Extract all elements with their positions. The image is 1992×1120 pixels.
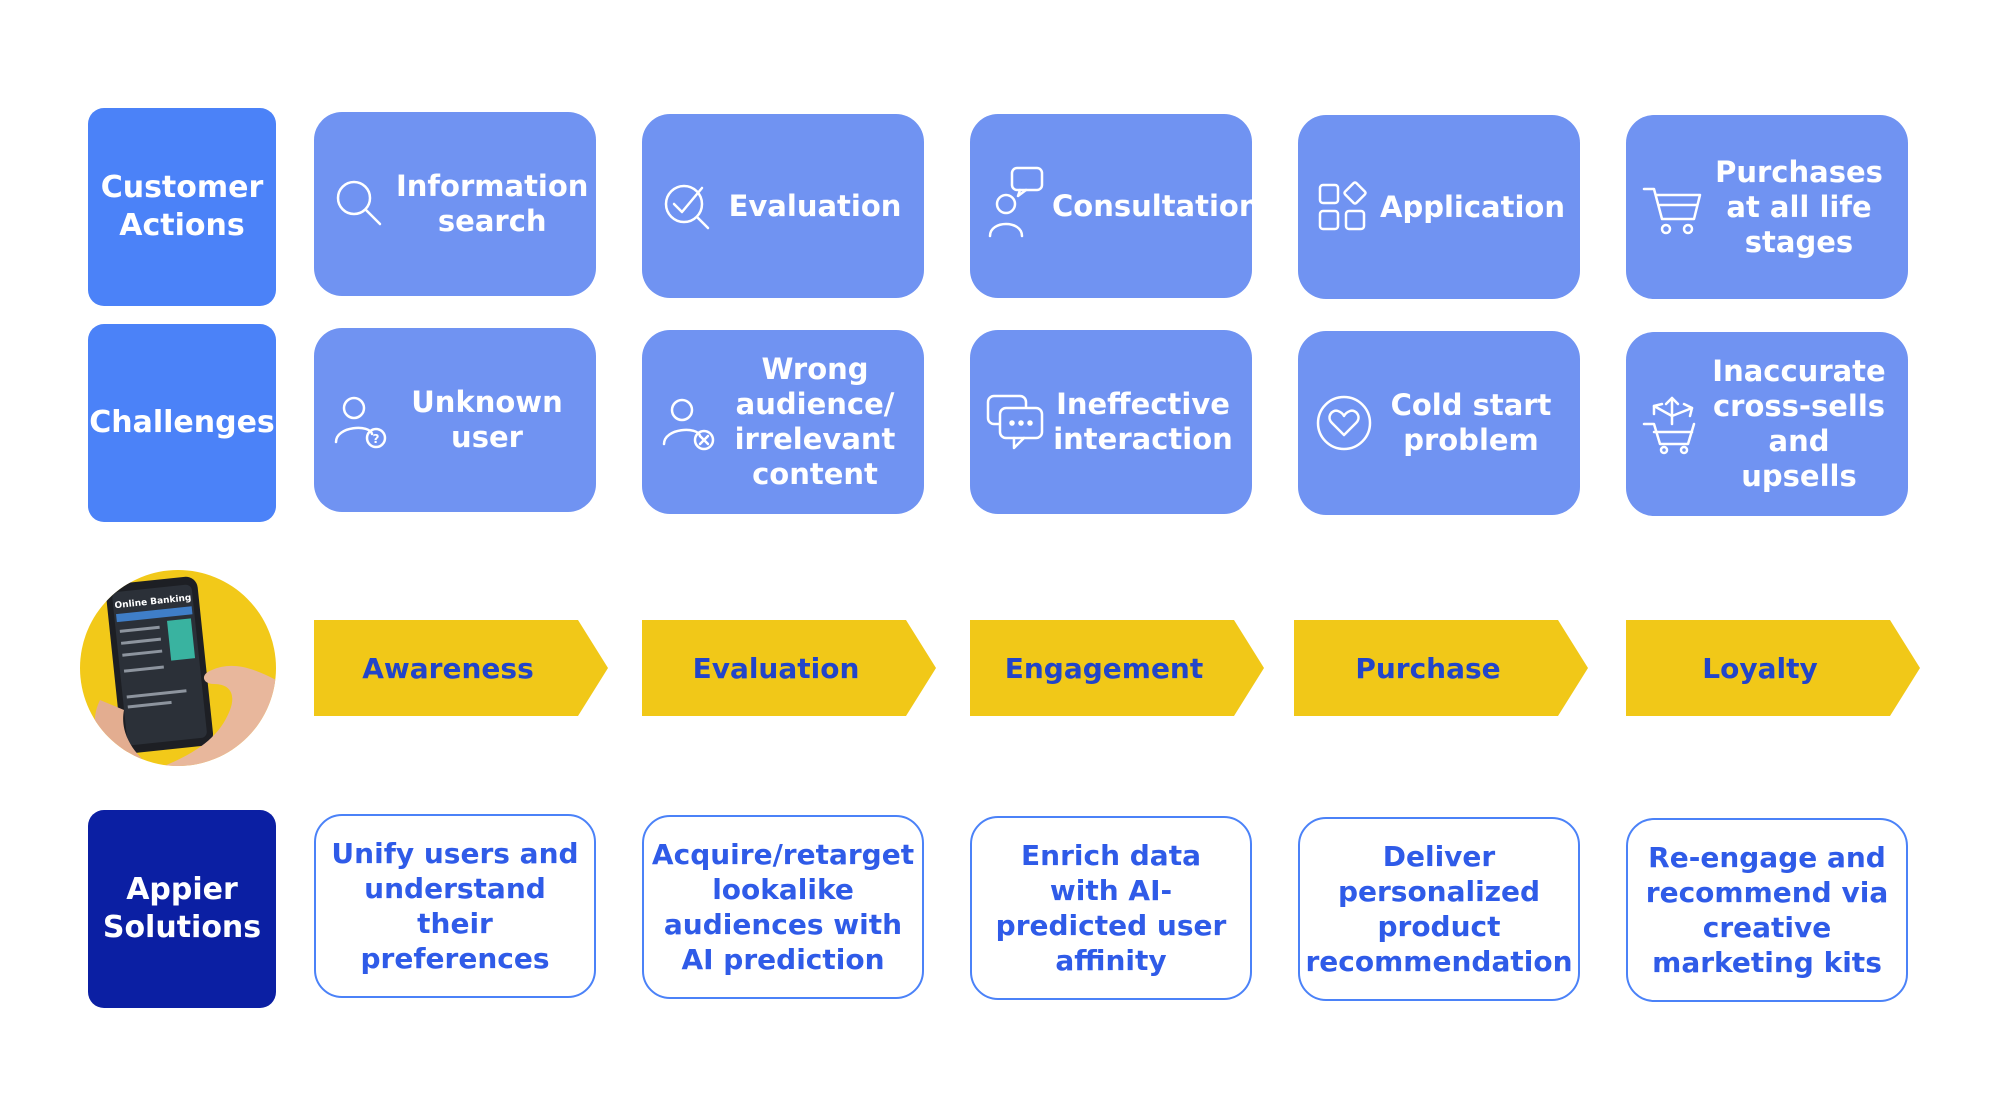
stage-purchase: Purchase — [1294, 620, 1588, 716]
challenge-card-unknown-user: ? Unknown user — [314, 328, 596, 512]
cart-icon — [1640, 175, 1704, 239]
user-question-icon: ? — [328, 388, 392, 452]
heart-circle-icon — [1312, 391, 1376, 455]
challenge-label: Cold start problem — [1390, 388, 1552, 457]
challenge-label: Unknown user — [411, 385, 563, 454]
challenge-card-cold-start: Cold start problem — [1298, 331, 1580, 515]
challenge-label: Inaccurate cross-sells and upsells — [1712, 354, 1886, 493]
check-magnifier-icon — [656, 174, 720, 238]
solution-card-re-engage: Re-engage and recommend via creative mar… — [1626, 818, 1908, 1002]
person-chat-icon — [984, 166, 1048, 238]
stage-awareness: Awareness — [314, 620, 608, 716]
challenge-card-wrong-audience: Wrong audience/ irrelevant content — [642, 330, 924, 514]
action-label: Application — [1380, 189, 1565, 224]
user-x-icon — [656, 390, 720, 454]
action-card-consultation: Consultation — [970, 114, 1260, 298]
chat-bubbles-icon — [984, 390, 1048, 454]
row-label-customer-actions: Customer Actions — [88, 108, 276, 306]
challenge-card-ineffective-interaction: Ineffective interaction — [970, 330, 1252, 514]
row-label-appier-solutions: Appier Solutions — [88, 810, 276, 1008]
action-label: Information search — [396, 169, 589, 238]
action-label: Purchases at all life stages — [1715, 154, 1883, 259]
action-card-information-search: Information search — [314, 112, 596, 296]
solution-card-unify-users: Unify users and understand their prefere… — [314, 814, 596, 998]
solution-card-enrich-data: Enrich data with AI-predicted user affin… — [970, 816, 1252, 1000]
stage-evaluation: Evaluation — [642, 620, 936, 716]
phone-photo: Online Banking — [80, 570, 276, 766]
action-label: Evaluation — [728, 188, 902, 223]
stage-engagement: Engagement — [970, 620, 1264, 716]
action-card-application: Application — [1298, 115, 1580, 299]
action-label: Consultation — [1052, 188, 1260, 223]
row-label-challenges: Challenges — [88, 324, 276, 522]
solution-card-acquire-retarget: Acquire/retarget lookalike audiences wit… — [642, 815, 924, 999]
svg-text:?: ? — [373, 432, 380, 446]
action-card-evaluation: Evaluation — [642, 114, 924, 298]
stage-loyalty: Loyalty — [1626, 620, 1920, 716]
search-icon — [328, 172, 392, 236]
challenge-label: Ineffective interaction — [1053, 387, 1233, 456]
apps-grid-icon — [1312, 175, 1376, 239]
challenge-card-inaccurate-cross-sells: Inaccurate cross-sells and upsells — [1626, 332, 1908, 516]
cart-arrows-icon — [1640, 392, 1704, 456]
action-card-purchases: Purchases at all life stages — [1626, 115, 1908, 299]
solution-card-personalized-recommendation: Deliver personalized product recommendat… — [1298, 817, 1580, 1001]
challenge-label: Wrong audience/ irrelevant content — [734, 352, 896, 491]
